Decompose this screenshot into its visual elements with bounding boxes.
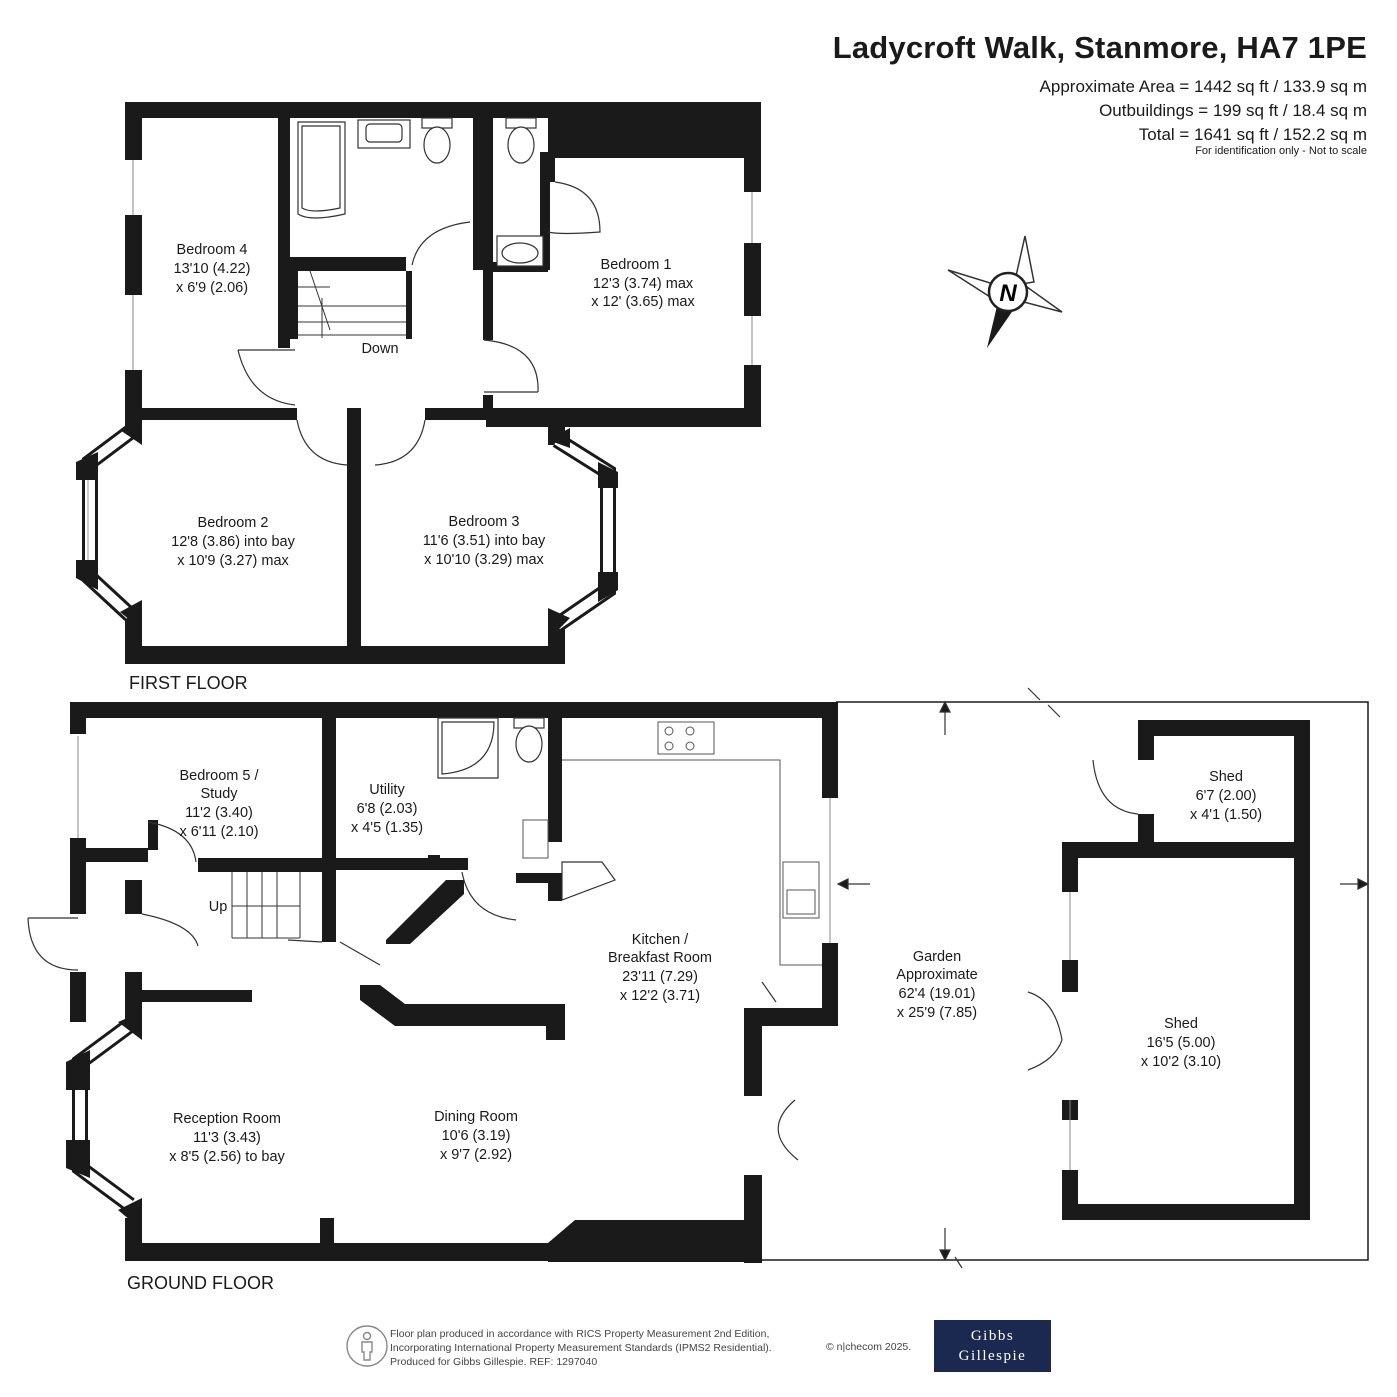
garden-name2: Approximate [896, 967, 977, 983]
bedroom5-dim2: x 6'11 (2.10) [179, 824, 258, 840]
outbuildings-area: Outbuildings = 199 sq ft / 18.4 sq m [1099, 101, 1367, 120]
basin-icon [357, 119, 411, 149]
property-title: Ladycroft Walk, Stanmore, HA7 1PE [832, 30, 1367, 65]
first-floor-stairs [298, 270, 406, 338]
dining-name: Dining Room [434, 1109, 518, 1125]
utility-fixtures [437, 717, 545, 779]
footer-notes: Floor plan produced in accordance with R… [390, 1327, 772, 1369]
sink-icon [782, 861, 820, 919]
shed-large-dim1: 16'5 (5.00) [1147, 1035, 1216, 1051]
gibbs-gillespie-logo: Gibbs Gillespie [934, 1320, 1051, 1372]
first-floor-label: FIRST FLOOR [129, 673, 248, 693]
shed-small-dim1: 6'7 (2.00) [1196, 788, 1257, 804]
approximate-area: Approximate Area = 1442 sq ft / 133.9 sq… [1039, 77, 1367, 96]
garden-boundary [760, 701, 1369, 1261]
bedroom4-name: Bedroom 4 [177, 242, 248, 258]
garden-dim1: 62'4 (19.01) [899, 986, 976, 1002]
reception-dim1: 11'3 (3.43) [193, 1130, 261, 1146]
utility-dim2: x 4'5 (1.35) [351, 820, 423, 836]
bedroom2-dim1: 12'8 (3.86) into bay [171, 534, 295, 550]
shower-icon [437, 717, 499, 779]
reception-name: Reception Room [173, 1111, 281, 1127]
ground-floor-bay [72, 736, 1071, 1212]
hob-icon [657, 721, 715, 755]
dining-dim1: 10'6 (3.19) [442, 1128, 511, 1144]
bedroom5-name2: Study [200, 786, 238, 802]
wc-basin-icon [496, 235, 544, 267]
kitchen-dim1: 23'11 (7.29) [622, 969, 698, 985]
first-floor-bay-windows [82, 160, 753, 632]
scale-disclaimer: For identification only - Not to scale [1195, 145, 1367, 157]
bedroom3-name: Bedroom 3 [449, 514, 520, 530]
bedroom3-dim1: 11'6 (3.51) into bay [423, 533, 546, 549]
first-floor-doors [237, 181, 601, 466]
bedroom1-name: Bedroom 1 [601, 257, 672, 273]
utility-sink-icon [522, 819, 549, 859]
bedroom4-dim2: x 6'9 (2.06) [176, 280, 248, 296]
ground-floor-label: GROUND FLOOR [127, 1273, 274, 1293]
logo-line2: Gillespie [958, 1348, 1027, 1364]
shed-large-dim2: x 10'2 (3.10) [1141, 1054, 1221, 1070]
utility-dim1: 6'8 (2.03) [357, 801, 418, 817]
bay-corners [76, 420, 618, 640]
ground-floor-stairs-label: Up [209, 899, 228, 915]
kitchen-worktop [522, 721, 822, 966]
ipms-person-icon [346, 1325, 388, 1367]
garden-name: Garden [913, 949, 961, 965]
bath-icon [297, 121, 346, 219]
kitchen-name: Kitchen / [632, 932, 689, 948]
kitchen-name2: Breakfast Room [608, 950, 712, 966]
bedroom3-dim2: x 10'10 (3.29) max [424, 552, 544, 568]
copyright: © n|checom 2025. [826, 1341, 912, 1353]
footer-line1: Floor plan produced in accordance with R… [390, 1328, 770, 1340]
footer-line3: Produced for Gibbs Gillespie. REF: 12970… [390, 1356, 598, 1368]
bedroom2-dim2: x 10'9 (3.27) max [177, 553, 289, 569]
shed-small-name: Shed [1209, 769, 1243, 785]
reception-dim2: x 8'5 (2.56) to bay [169, 1149, 285, 1165]
bedroom1-dim2: x 12' (3.65) max [591, 294, 695, 310]
shed-large-name: Shed [1164, 1016, 1198, 1032]
bedroom4-dim1: 13'10 (4.22) [174, 261, 251, 277]
compass-north-label: N [999, 280, 1017, 307]
first-floor-stairs-label: Down [361, 341, 398, 357]
bedroom5-dim1: 11'2 (3.40) [185, 805, 253, 821]
dining-dim2: x 9'7 (2.92) [440, 1147, 512, 1163]
first-floor-fixtures [297, 117, 544, 267]
ground-floor-doors [27, 759, 1139, 1161]
ground-floor-stairs [231, 872, 301, 939]
ground-bay-corners [66, 726, 142, 1230]
total-area: Total = 1641 sq ft / 152.2 sq m [1138, 125, 1367, 144]
compass-icon: N [947, 235, 1063, 348]
bedroom1-dim1: 12'3 (3.74) max [593, 276, 694, 292]
shed-small-dim2: x 4'1 (1.50) [1190, 807, 1262, 823]
bedroom5-name: Bedroom 5 / [180, 768, 260, 784]
kitchen-dim2: x 12'2 (3.71) [620, 988, 700, 1004]
utility-name: Utility [369, 782, 405, 798]
footer-line2: Incorporating International Property Mea… [390, 1342, 772, 1354]
bedroom2-name: Bedroom 2 [198, 515, 269, 531]
logo-line1: Gibbs [970, 1328, 1015, 1344]
ground-floor-walls [70, 702, 1310, 1263]
garden-dimension-markers [836, 687, 1370, 1269]
first-floor-walls [125, 102, 761, 664]
garden-dim2: x 25'9 (7.85) [897, 1005, 977, 1021]
